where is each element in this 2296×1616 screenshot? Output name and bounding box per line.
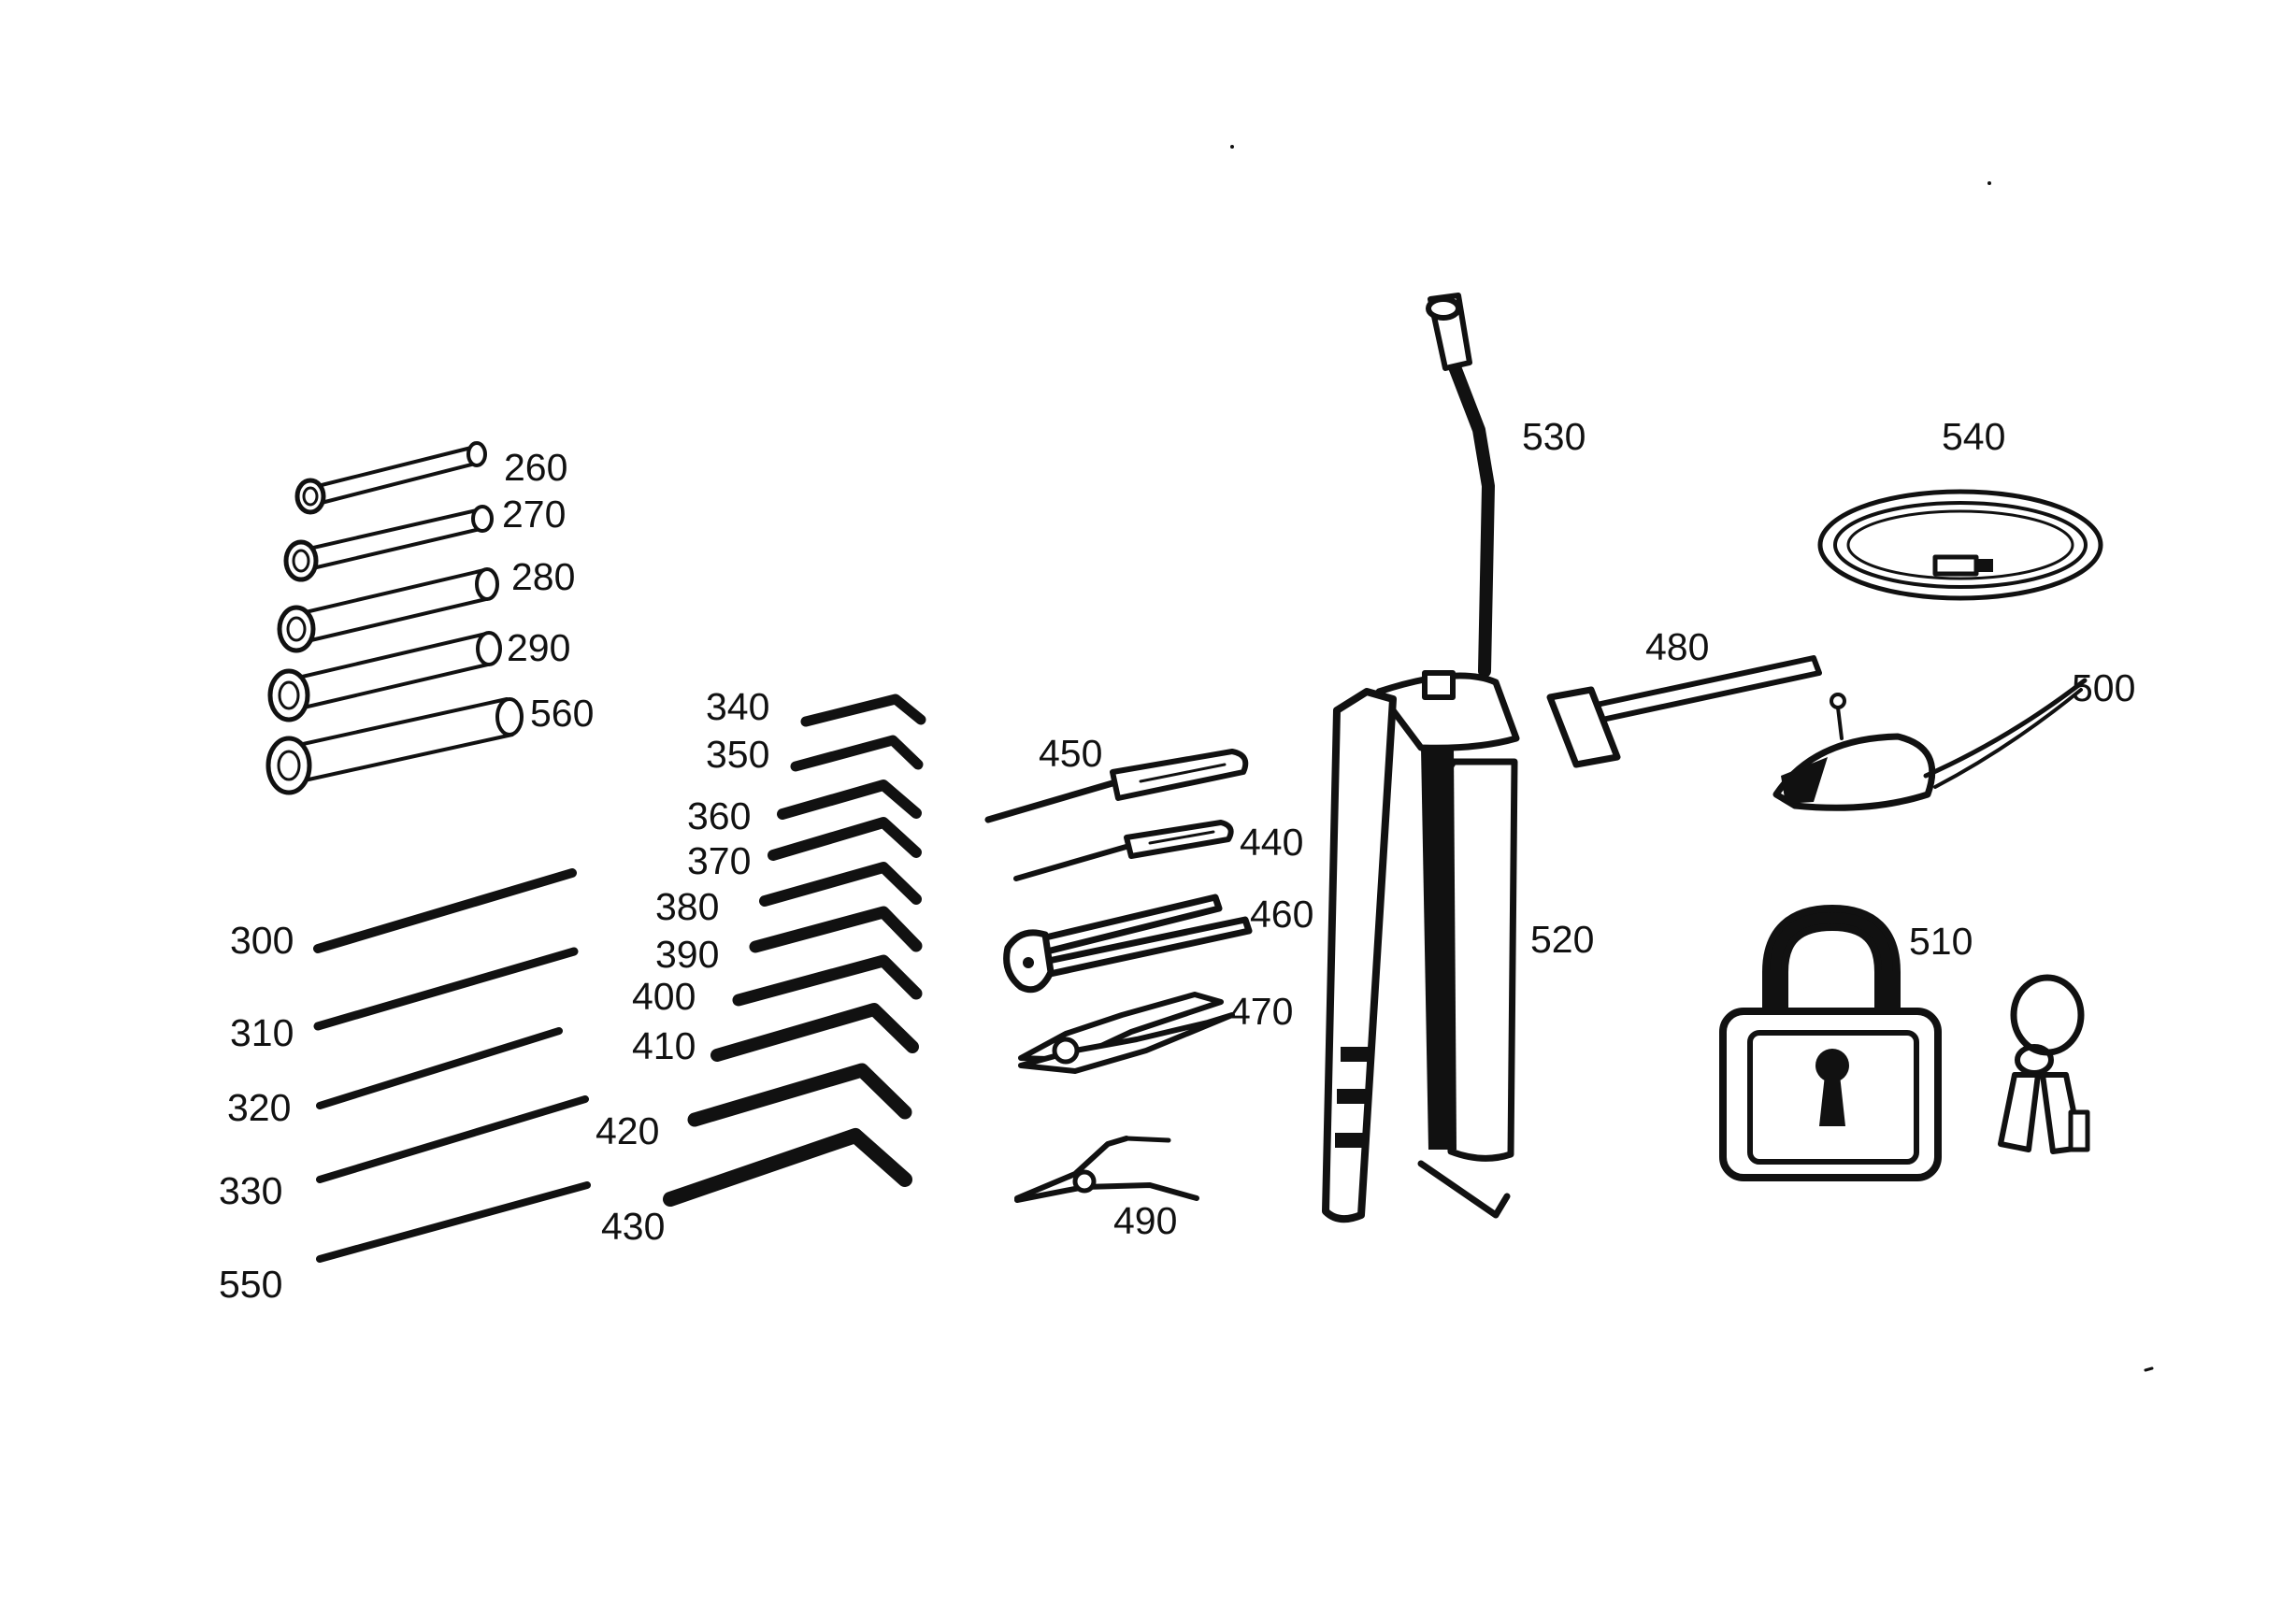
speck-mark <box>1230 145 1234 149</box>
callout-270: 270 <box>502 493 567 536</box>
speck-mark <box>2144 1366 2154 1372</box>
callout-540: 540 <box>1942 415 2006 458</box>
padlock-510 <box>1719 905 1942 1181</box>
callout-370: 370 <box>687 839 752 882</box>
hex-key-350 <box>790 735 924 772</box>
callout-440: 440 <box>1240 821 1304 864</box>
grease-hose-540 <box>1817 489 2103 601</box>
grease-gun-extension-530 <box>1426 293 1495 678</box>
tommy-bar-300 <box>313 868 577 953</box>
screwdriver-450 <box>984 749 1249 823</box>
pump-pliers-460 <box>1003 894 1253 994</box>
callout-460: 460 <box>1250 893 1314 936</box>
callout-530: 530 <box>1522 415 1586 458</box>
callout-490: 490 <box>1113 1199 1178 1242</box>
callout-420: 420 <box>596 1109 660 1152</box>
callout-360: 360 <box>687 794 752 837</box>
tommy-bar-310 <box>313 947 579 1031</box>
callout-350: 350 <box>706 733 770 776</box>
callout-550: 550 <box>219 1263 283 1306</box>
callout-450: 450 <box>1039 732 1103 775</box>
keys-on-ring <box>1998 974 2090 1154</box>
callout-510: 510 <box>1909 920 1973 963</box>
tommy-bar-330 <box>316 1095 589 1183</box>
hex-key-360 <box>777 779 922 820</box>
callout-340: 340 <box>706 685 770 728</box>
callout-260: 260 <box>504 446 568 489</box>
hammer-480 <box>1546 655 1822 768</box>
pliers-470 <box>1018 992 1235 1074</box>
hex-key-430 <box>663 1128 912 1207</box>
tube-wrench-280 <box>277 567 499 653</box>
callout-560: 560 <box>530 692 595 735</box>
callout-520: 520 <box>1530 918 1595 961</box>
hex-key-380 <box>759 862 922 907</box>
tube-wrench-290 <box>267 631 502 722</box>
tube-wrench-560 <box>265 697 524 795</box>
tube-wrench-260 <box>294 441 487 515</box>
callout-400: 400 <box>632 975 696 1018</box>
callout-300: 300 <box>230 919 294 962</box>
callout-500: 500 <box>2072 666 2136 709</box>
tube-wrench-270 <box>283 505 494 582</box>
tommy-bar-320 <box>316 1027 563 1109</box>
callout-380: 380 <box>655 885 720 928</box>
callout-310: 310 <box>230 1011 294 1054</box>
speck-mark <box>1987 181 1991 185</box>
hex-key-340 <box>800 694 926 727</box>
hex-key-410 <box>710 1003 919 1062</box>
grease-gun-520 <box>1322 670 1520 1223</box>
callout-280: 280 <box>511 555 576 598</box>
snipe-pliers-490 <box>1014 1136 1199 1203</box>
callout-320: 320 <box>227 1086 292 1129</box>
oil-can-500 <box>1772 678 2088 811</box>
hex-key-390 <box>749 906 923 953</box>
hex-key-370 <box>768 817 922 861</box>
callout-430: 430 <box>601 1205 666 1248</box>
tommy-bar-550 <box>316 1181 591 1263</box>
screwdriver-440 <box>1013 820 1234 881</box>
callout-390: 390 <box>655 933 720 976</box>
callout-470: 470 <box>1229 990 1294 1033</box>
callout-410: 410 <box>632 1024 696 1067</box>
callout-330: 330 <box>219 1169 283 1212</box>
hex-key-400 <box>732 954 923 1007</box>
callout-290: 290 <box>507 626 571 669</box>
hex-key-420 <box>687 1063 912 1127</box>
callout-480: 480 <box>1645 625 1710 668</box>
